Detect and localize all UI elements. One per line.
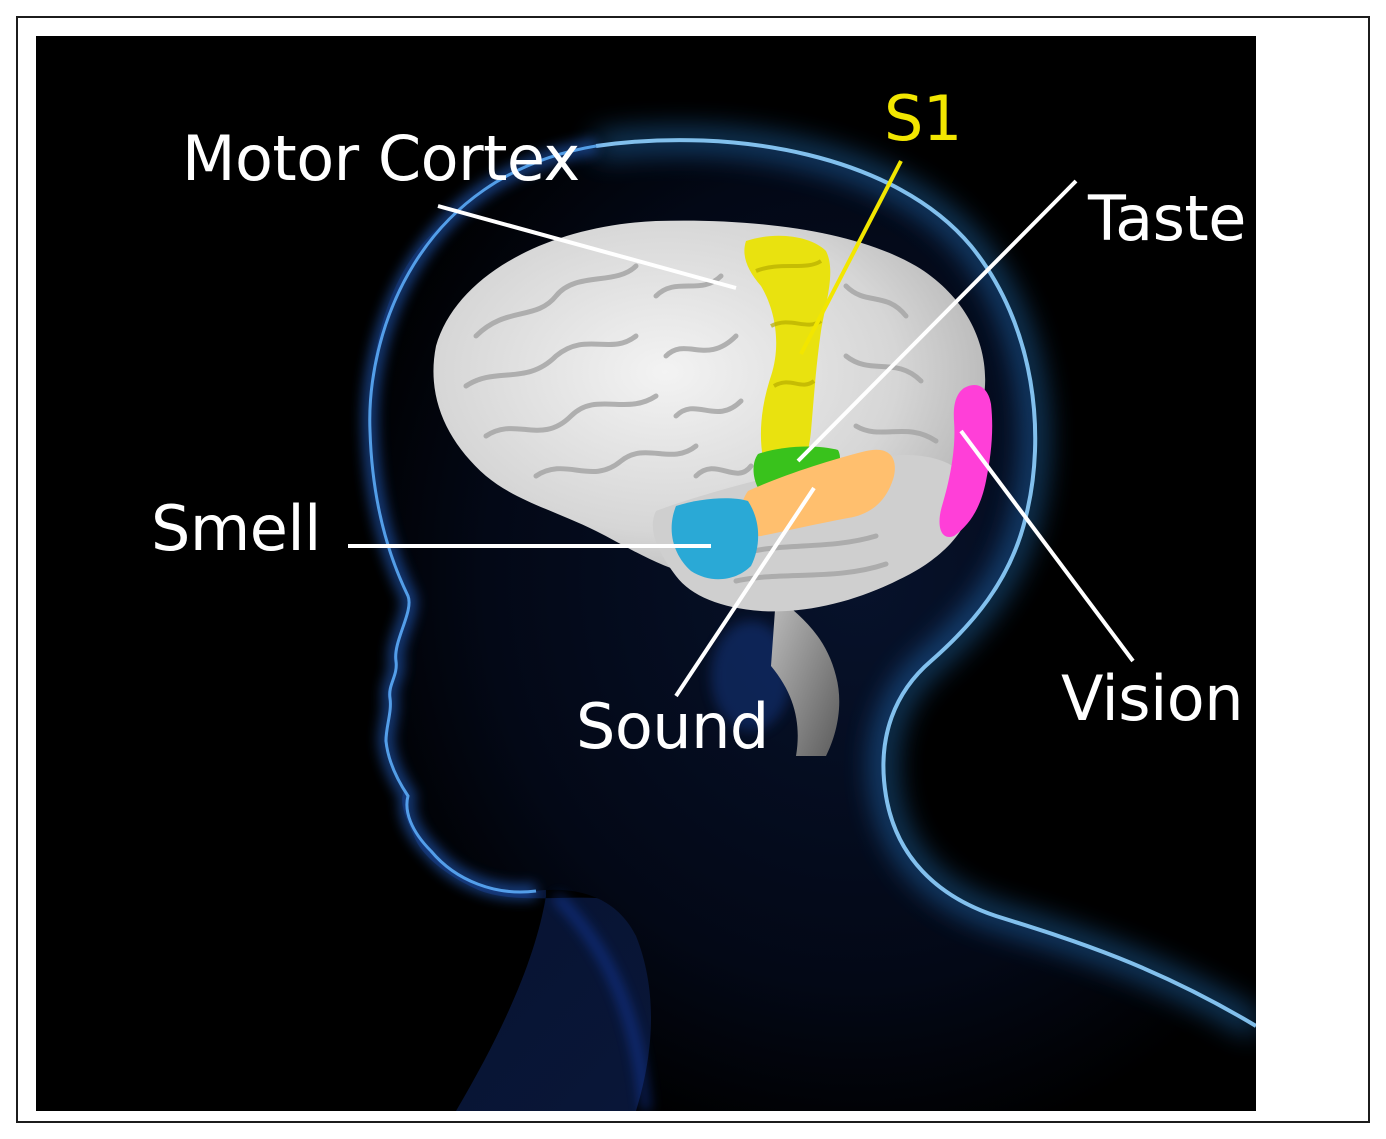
vision-leader bbox=[959, 429, 1135, 663]
motor-cortex-label: Motor Cortex bbox=[182, 122, 580, 195]
sound-label: Sound bbox=[576, 690, 769, 763]
smell-label: Smell bbox=[151, 492, 321, 565]
s1-label: S1 bbox=[884, 82, 962, 155]
s1-region bbox=[744, 235, 831, 464]
taste-label: Taste bbox=[1088, 182, 1246, 255]
vision-region bbox=[939, 384, 993, 537]
diagram-scene: Motor Cortex S1 Taste Smell Sound Vision bbox=[36, 36, 1256, 1111]
motor-cortex-leader bbox=[437, 204, 737, 290]
figure-frame: Motor Cortex S1 Taste Smell Sound Vision bbox=[16, 16, 1370, 1123]
sound-region bbox=[740, 449, 895, 537]
vision-label: Vision bbox=[1061, 662, 1244, 735]
sound-leader bbox=[674, 486, 816, 698]
taste-leader bbox=[796, 179, 1078, 463]
s1-leader bbox=[799, 160, 903, 355]
brain-icon bbox=[433, 220, 993, 756]
smell-region bbox=[671, 498, 759, 580]
leader-lines bbox=[348, 160, 1135, 698]
brain-diagram bbox=[348, 129, 1256, 1111]
